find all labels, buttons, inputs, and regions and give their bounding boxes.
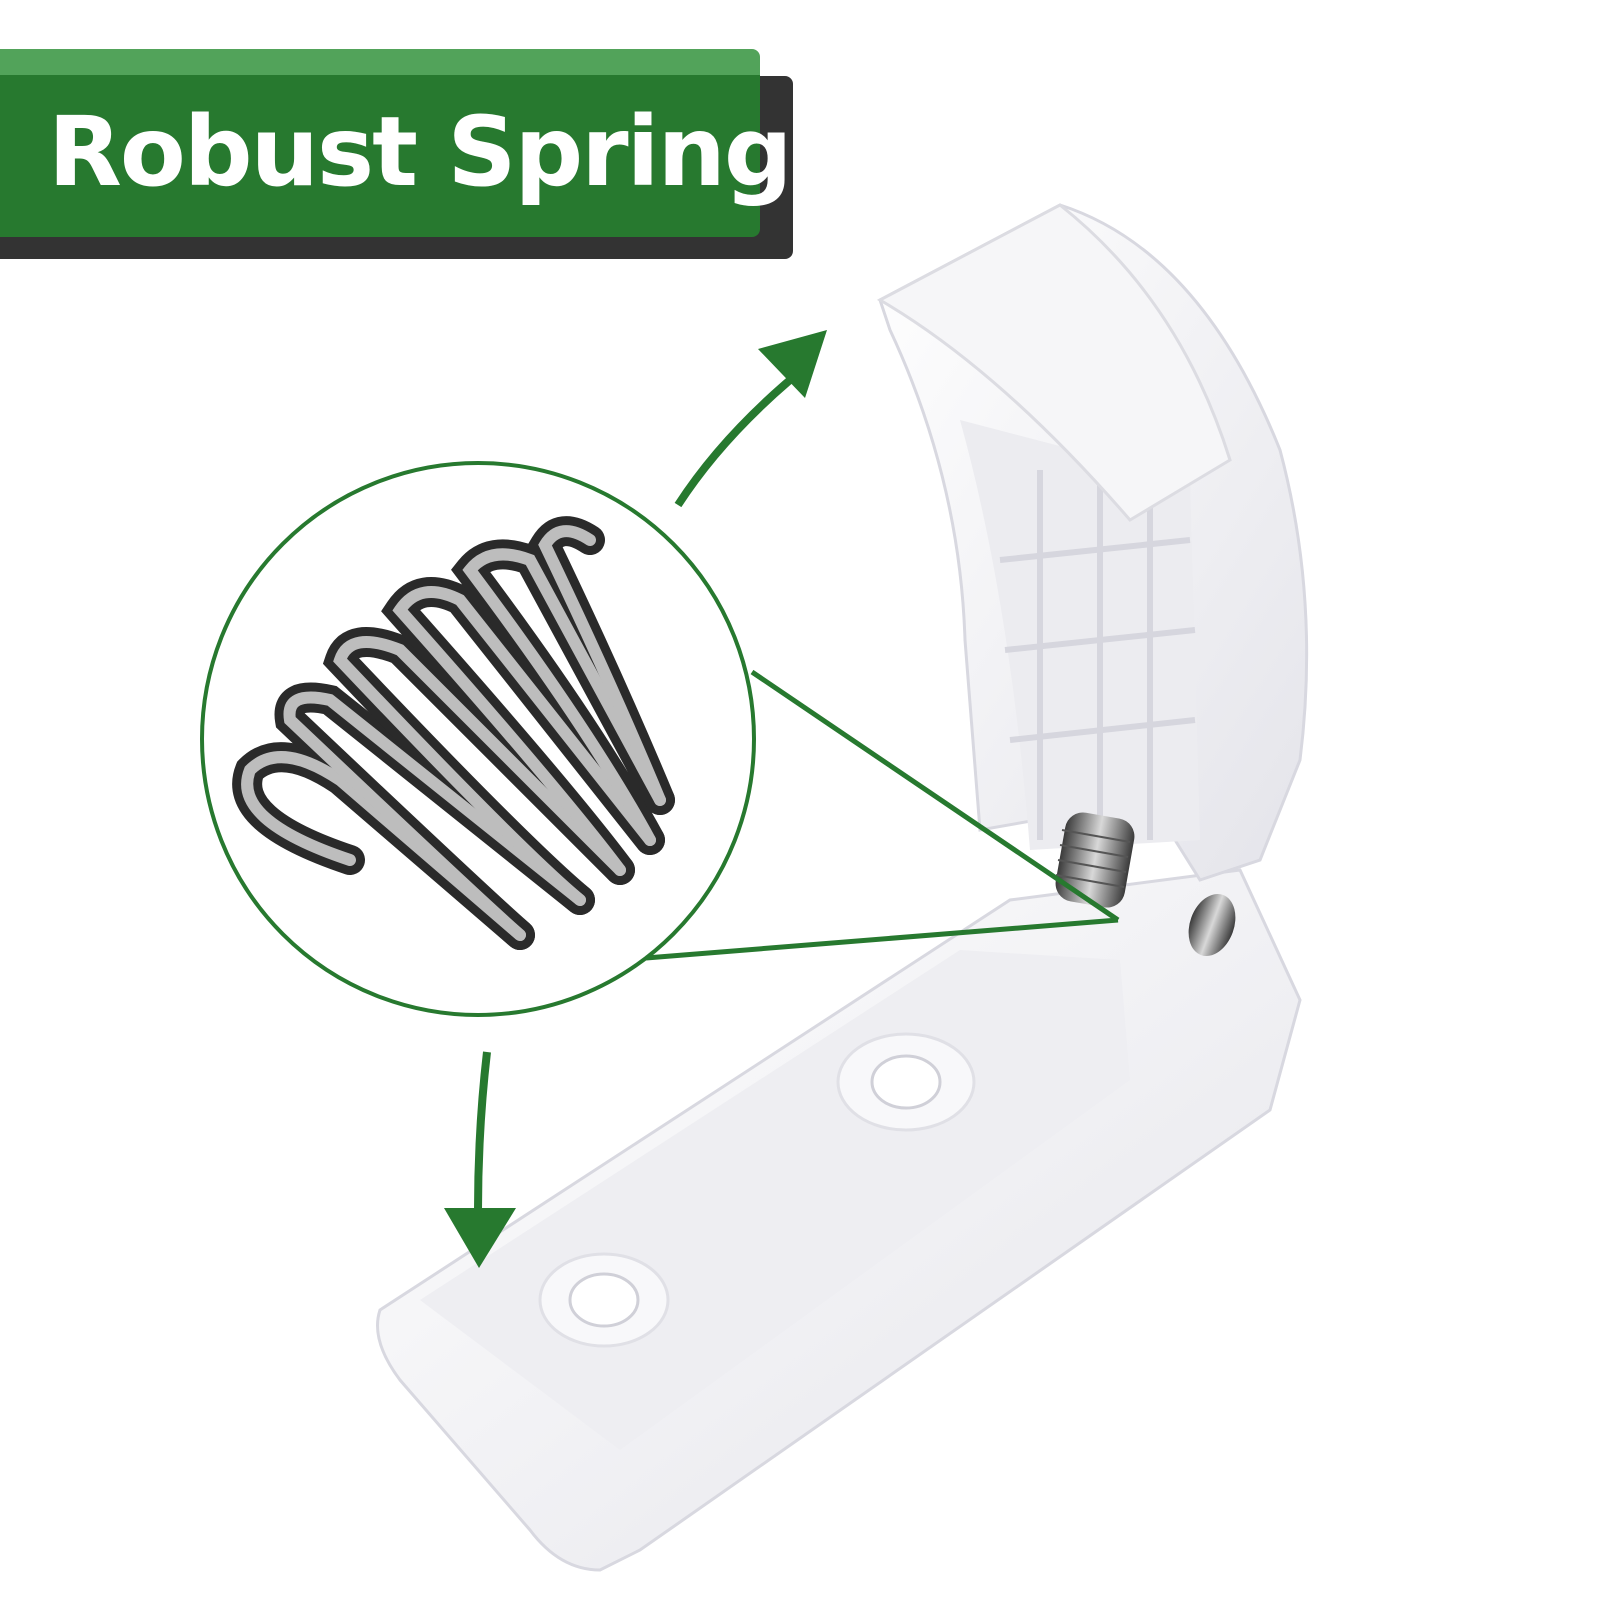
title-banner xyxy=(0,75,760,237)
hinge-pin xyxy=(1188,894,1236,956)
banner-title: Robust Spring xyxy=(48,96,793,208)
hinge-spring xyxy=(1055,812,1135,908)
hinge-lid xyxy=(876,203,1309,882)
arrow-down-icon xyxy=(444,1051,516,1268)
magnified-spring xyxy=(232,516,675,950)
arrow-up-right-icon xyxy=(674,330,827,508)
hinge-base xyxy=(376,868,1302,1572)
